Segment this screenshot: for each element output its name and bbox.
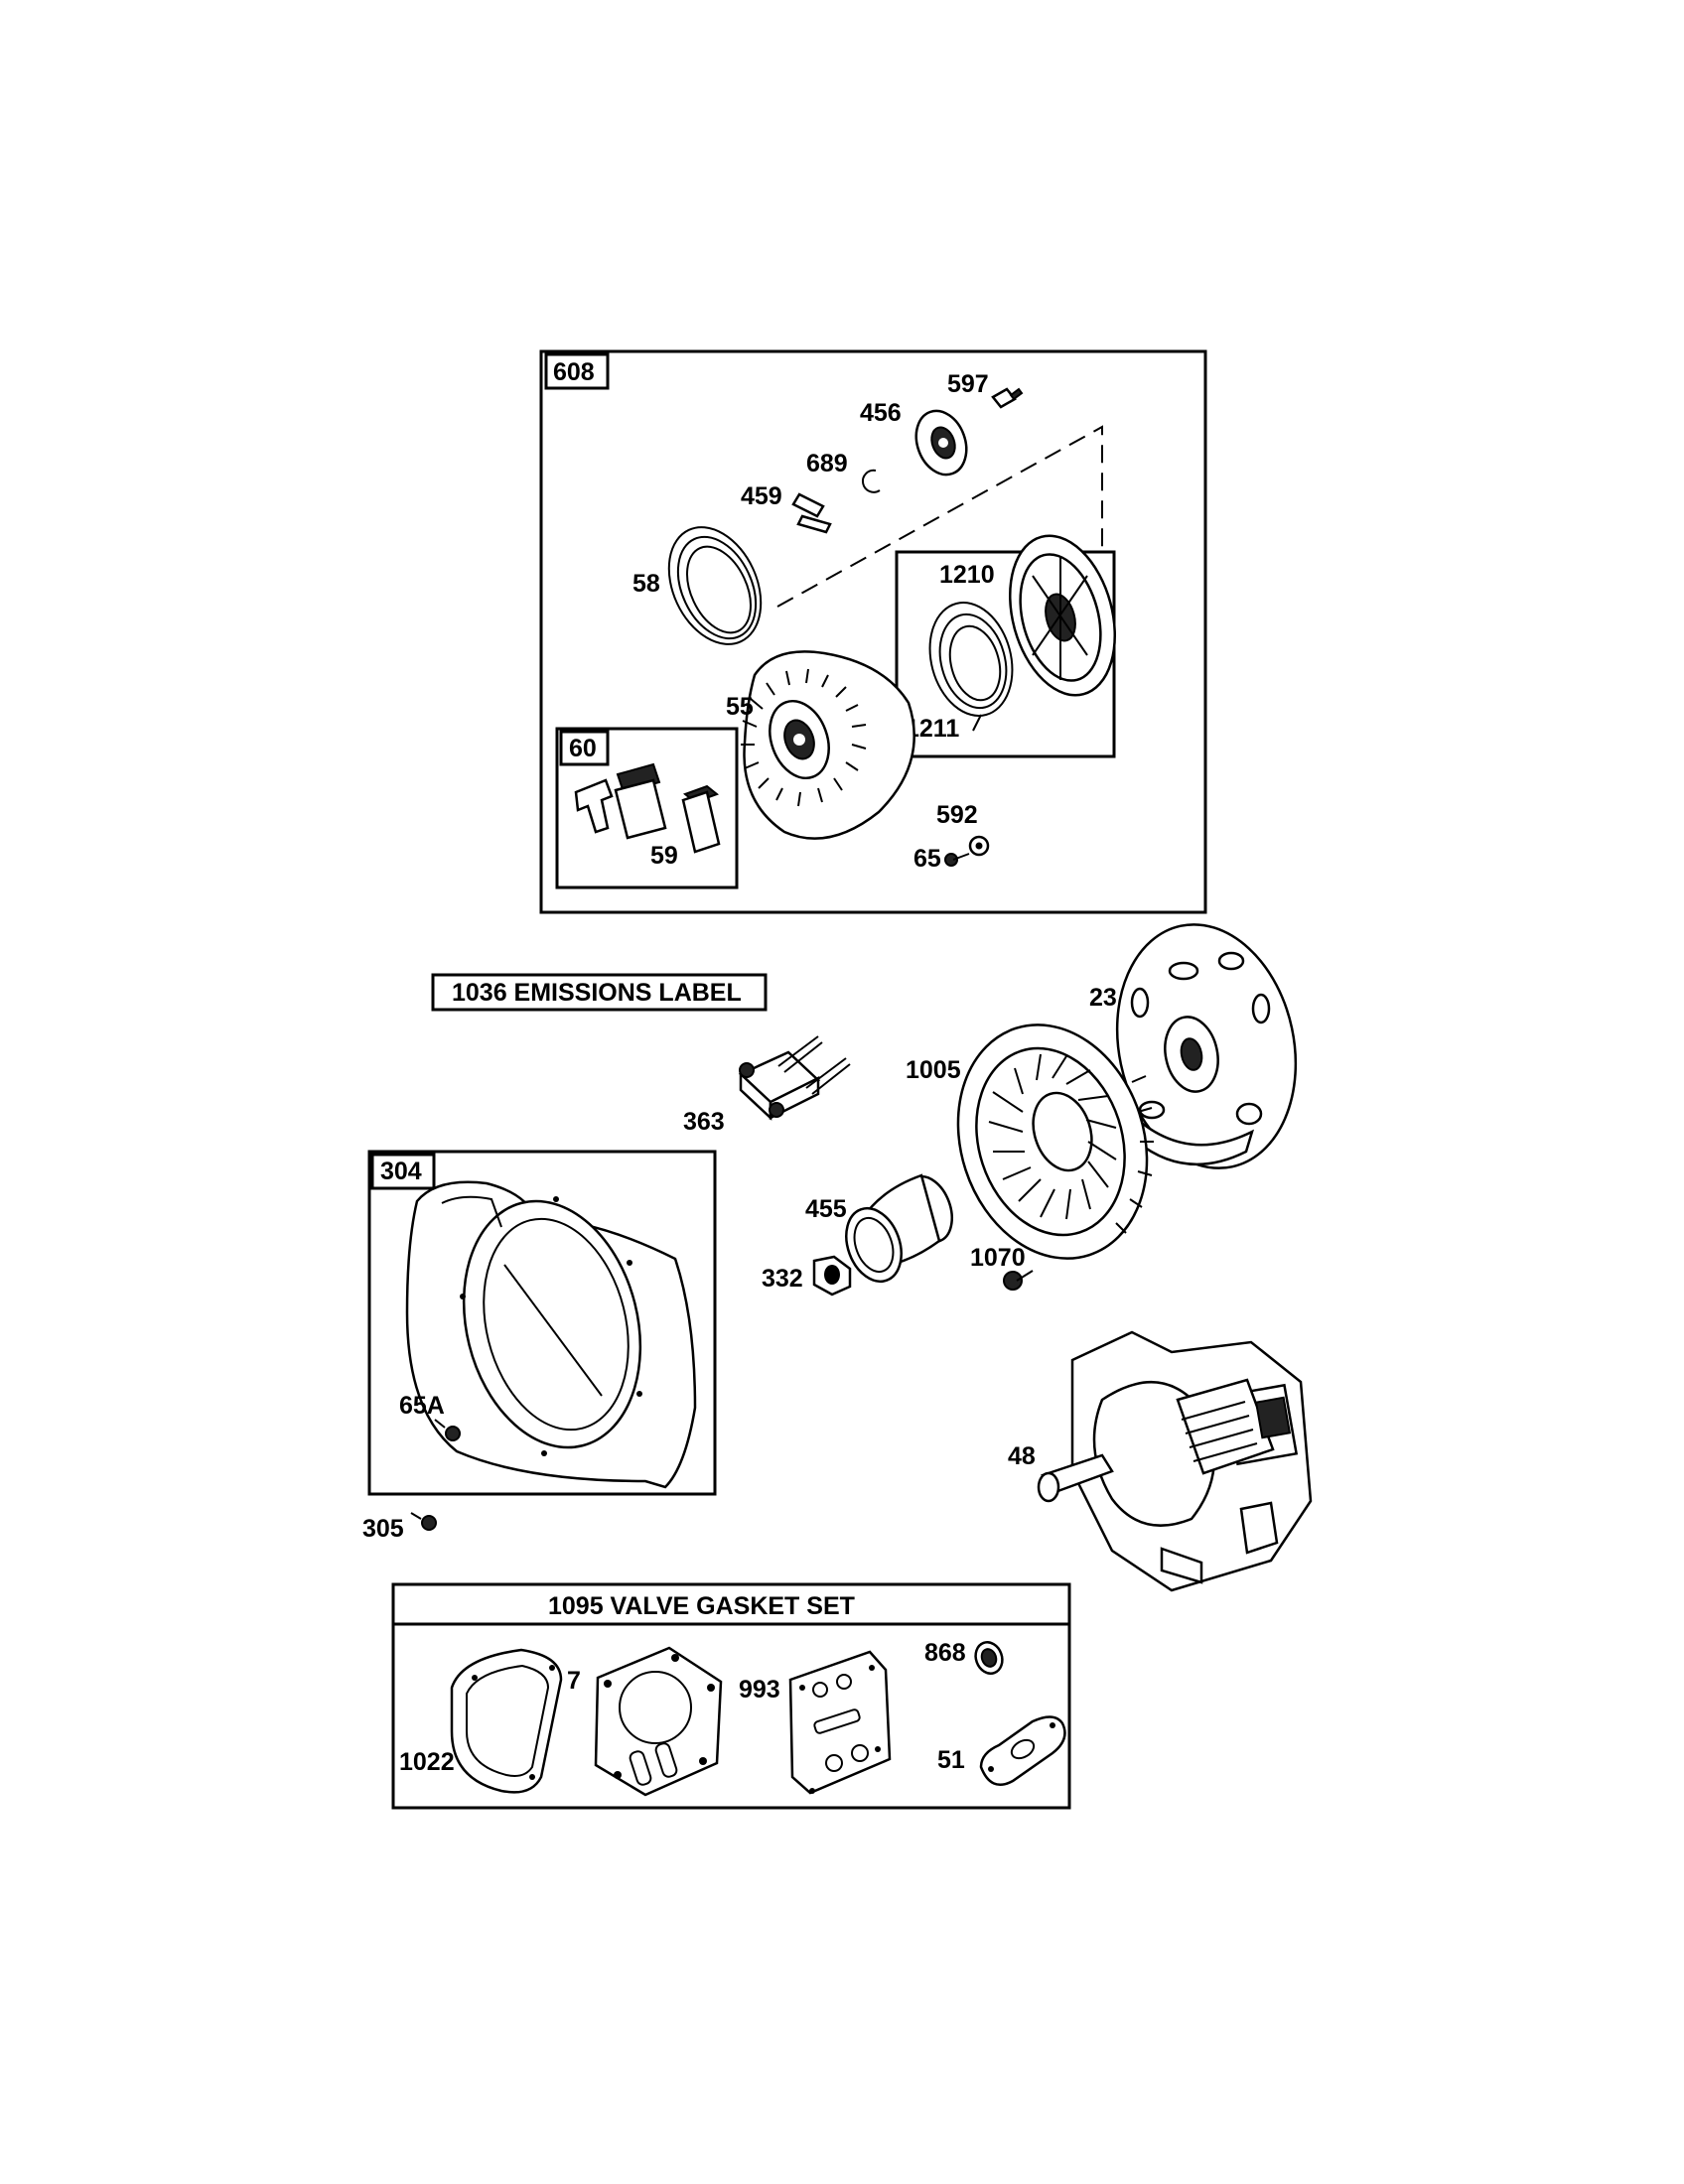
part-label-1210: 1210: [939, 561, 995, 589]
bracket-363: [738, 1035, 851, 1121]
part-label-597: 597: [947, 370, 989, 398]
valve-gasket-group: 1095 VALVE GASKET SET 1022 7: [391, 1582, 1071, 1810]
screw-1070: [1003, 1270, 1034, 1291]
part-label-58: 58: [632, 570, 660, 598]
pawl-459: [791, 492, 832, 534]
screw-65A: [434, 1419, 461, 1441]
gasket-1022: [450, 1648, 563, 1794]
part-label-48: 48: [1008, 1442, 1036, 1470]
screw-305: [410, 1512, 437, 1531]
handle-kit-tag-box: [559, 730, 610, 766]
blower-housing-304: [405, 1180, 697, 1489]
screw-65: [944, 853, 970, 867]
pulley-1210: [1008, 534, 1117, 697]
emissions-label-box: [431, 973, 768, 1012]
nut-332: [812, 1255, 852, 1297]
starter-kit-group: 608 597 456 689 459: [539, 349, 1207, 914]
starter-handle: [574, 762, 667, 840]
head-gasket-7: [594, 1646, 723, 1797]
part-label-592: 592: [936, 801, 978, 829]
alignment-leader-line: [776, 425, 1103, 608]
flywheel-23: [1115, 923, 1298, 1169]
nut-592: [968, 835, 990, 857]
handle-kit-subframe: [555, 727, 739, 889]
gasket-51: [979, 1715, 1066, 1786]
part-label-51: 51: [937, 1746, 965, 1774]
part-label-689: 689: [806, 450, 848, 478]
gasket-993: [788, 1650, 892, 1795]
starter-housing-55: [741, 650, 915, 840]
rewind-spring-1211: [928, 602, 1014, 732]
engine-48: [1037, 1330, 1313, 1592]
part-label-1022: 1022: [399, 1748, 455, 1776]
part-label-59: 59: [650, 842, 678, 870]
part-label-459: 459: [741, 482, 782, 510]
starter-kit-tag-box: [544, 352, 610, 390]
handle-insert-59: [681, 784, 721, 854]
part-label-305: 305: [362, 1515, 404, 1543]
blower-housing-tag: 304: [380, 1158, 422, 1185]
retainer-456: [914, 409, 968, 477]
part-label-55: 55: [726, 693, 754, 721]
part-label-65: 65: [913, 845, 941, 873]
part-label-332: 332: [762, 1265, 803, 1293]
starter-kit-frame: [539, 349, 1207, 914]
part-label-993: 993: [739, 1676, 780, 1704]
part-label-456: 456: [860, 399, 902, 427]
emissions-label-text: 1036 EMISSIONS LABEL: [452, 979, 742, 1007]
part-label-868: 868: [924, 1639, 966, 1667]
starter-kit-tag: 608: [553, 358, 595, 386]
part-label-7: 7: [567, 1667, 581, 1695]
part-label-65A: 65A: [399, 1392, 445, 1420]
blower-housing-group: 304 65A: [367, 1150, 717, 1496]
valve-gasket-title: 1095 VALVE GASKET SET: [548, 1592, 855, 1620]
blower-housing-frame: [367, 1150, 717, 1496]
part-label-1005: 1005: [906, 1056, 961, 1084]
part-label-23: 23: [1089, 984, 1117, 1012]
part-label-1070: 1070: [970, 1244, 1026, 1272]
cup-455: [845, 1173, 953, 1284]
fan-1005: [956, 1024, 1154, 1260]
seal-868: [974, 1641, 1004, 1675]
part-label-455: 455: [805, 1195, 847, 1223]
valve-gasket-frame: [391, 1582, 1071, 1810]
spring-58: [667, 526, 763, 645]
blower-housing-tag-box: [370, 1153, 436, 1190]
handle-kit-tag: 60: [569, 735, 597, 762]
clip-689: [861, 469, 881, 493]
screw-597: [991, 387, 1024, 409]
part-label-363: 363: [683, 1108, 725, 1136]
